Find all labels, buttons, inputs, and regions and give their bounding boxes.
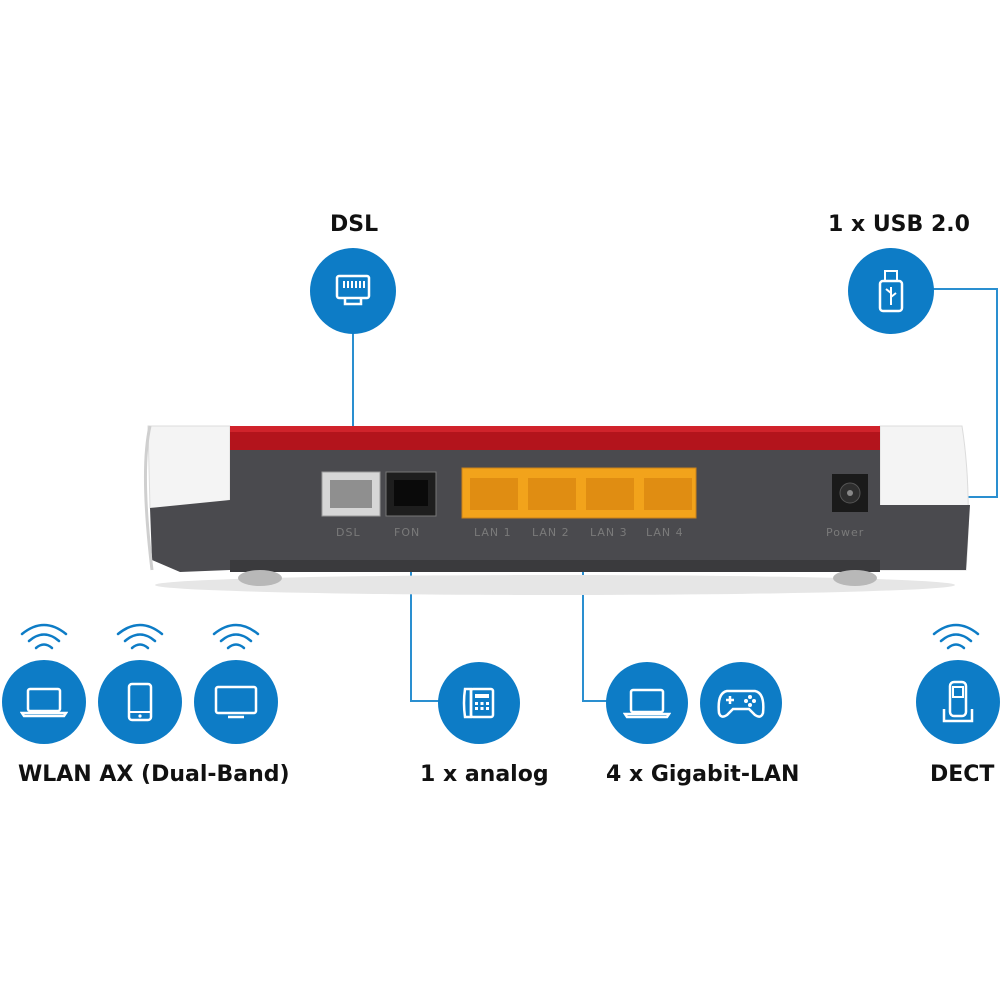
gamepad-icon bbox=[717, 689, 765, 718]
usb-connector-line-h1 bbox=[930, 288, 998, 290]
gigabit-laptop-circle bbox=[606, 662, 688, 744]
usb-stick-icon bbox=[878, 270, 904, 313]
gigabit-connector-line-v bbox=[582, 565, 584, 702]
dect-label: DECT bbox=[930, 762, 995, 787]
wlan-monitor-circle bbox=[194, 660, 278, 744]
port-label-lan3: LAN 3 bbox=[590, 526, 628, 539]
tablet-icon bbox=[127, 682, 153, 722]
monitor-icon bbox=[214, 685, 258, 719]
analog-circle bbox=[438, 662, 520, 744]
port-label-lan2: LAN 2 bbox=[532, 526, 570, 539]
analog-connector-line-h bbox=[410, 700, 440, 702]
cordless-phone-icon bbox=[942, 680, 974, 723]
laptop-icon bbox=[20, 687, 68, 718]
dsl-connector-line bbox=[352, 330, 354, 458]
wifi-signal-icon bbox=[116, 623, 164, 650]
port-label-lan4: LAN 4 bbox=[646, 526, 684, 539]
usb-connector-line-v bbox=[996, 288, 998, 498]
port-label-fon: FON bbox=[394, 526, 421, 539]
usb-label: 1 x USB 2.0 bbox=[828, 212, 970, 237]
laptop-icon bbox=[623, 688, 671, 719]
wifi-signal-icon bbox=[932, 623, 980, 650]
dect-circle bbox=[916, 660, 1000, 744]
gigabit-gamepad-circle bbox=[700, 662, 782, 744]
wlan-tablet-circle bbox=[98, 660, 182, 744]
ethernet-port-icon bbox=[335, 274, 371, 306]
dsl-circle bbox=[310, 248, 396, 334]
gigabit-label: 4 x Gigabit-LAN bbox=[606, 762, 800, 787]
dsl-label: DSL bbox=[330, 212, 379, 237]
usb-circle bbox=[848, 248, 934, 334]
port-label-power: Power bbox=[826, 526, 865, 539]
wifi-signal-icon bbox=[20, 623, 68, 650]
port-label-dsl: DSL bbox=[336, 526, 361, 539]
gigabit-connector-line-h bbox=[582, 700, 608, 702]
wifi-signal-icon bbox=[212, 623, 260, 650]
wlan-laptop-circle bbox=[2, 660, 86, 744]
desk-phone-icon bbox=[462, 687, 495, 719]
analog-label: 1 x analog bbox=[420, 762, 549, 787]
wlan-label: WLAN AX (Dual-Band) bbox=[18, 762, 290, 787]
port-label-lan1: LAN 1 bbox=[474, 526, 512, 539]
analog-connector-line-v bbox=[410, 570, 412, 702]
router-image bbox=[143, 425, 970, 595]
